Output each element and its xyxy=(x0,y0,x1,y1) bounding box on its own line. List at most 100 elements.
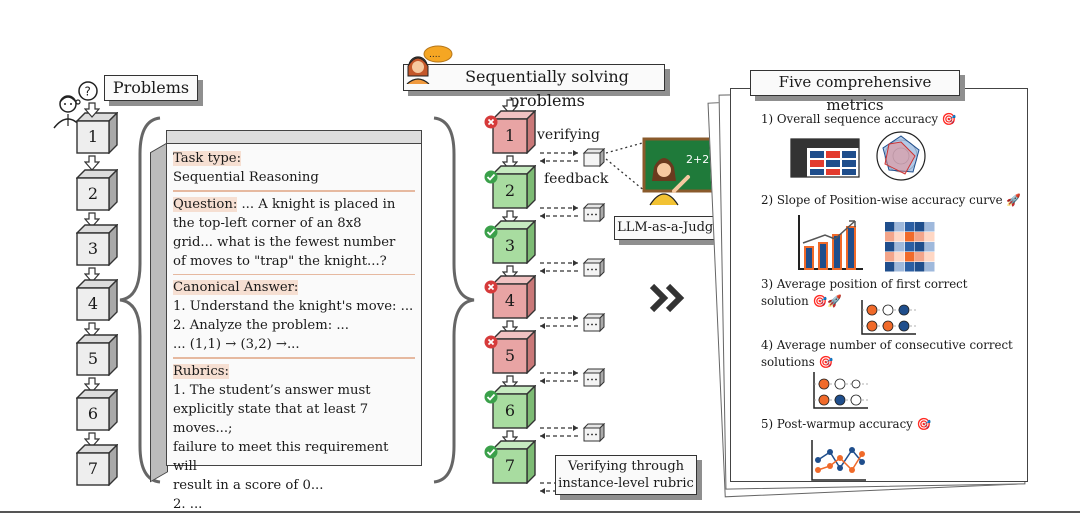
radar-chart-icon xyxy=(876,131,926,181)
metric-2-label: 2) Slope of Position-wise accuracy curve xyxy=(761,193,1003,207)
problem-box xyxy=(76,444,118,486)
down-arrow-icon xyxy=(84,322,100,338)
question-line-3: grid... what is the fewest number xyxy=(173,234,396,250)
solved-number: 1 xyxy=(504,125,516,145)
solved-number: 4 xyxy=(504,290,516,310)
problem-number: 2 xyxy=(87,183,99,203)
judge-label: LLM-as-a-Judge xyxy=(617,220,721,235)
verify-feedback-arrows xyxy=(540,368,606,388)
dot-plot-icon xyxy=(861,300,916,335)
problem-box xyxy=(76,169,118,211)
bar-chart-icon xyxy=(798,215,863,270)
divider xyxy=(173,273,415,275)
check-icon xyxy=(484,170,498,184)
metrics-title: Five comprehensive metrics xyxy=(778,73,932,114)
verify-feedback-arrows xyxy=(540,423,606,443)
target-icon: 🎯 xyxy=(818,355,834,369)
question-line-1: ... A knight is placed in xyxy=(237,196,396,212)
problem-number: 4 xyxy=(87,293,99,313)
table-grid-icon xyxy=(790,138,860,178)
down-arrow-icon xyxy=(84,102,100,118)
solved-box-wrong xyxy=(492,330,536,374)
double-chevron-icon xyxy=(649,283,685,313)
right-brace xyxy=(433,116,475,484)
divider xyxy=(173,357,415,359)
judge-label-box: LLM-as-a-Judge xyxy=(614,216,724,240)
feedback-label: feedback xyxy=(544,171,609,187)
problem-box xyxy=(76,389,118,431)
task-type-label: Task type: xyxy=(173,151,242,166)
rubric-label-box: Verifying through instance-level rubric xyxy=(555,455,697,495)
target-icon: 🎯🚀 xyxy=(812,294,842,308)
rocket-icon: 🚀 xyxy=(1006,193,1022,207)
left-brace xyxy=(119,116,161,484)
metric-3-label-2: solution xyxy=(761,294,809,308)
rubrics-line-1: 1. The student’s answer must xyxy=(173,382,371,398)
problem-number: 3 xyxy=(87,238,99,258)
verifying-label: verifying xyxy=(537,127,600,143)
thinking-person-icon: ? xyxy=(53,81,98,129)
cross-icon xyxy=(484,335,498,349)
problems-label: Problems xyxy=(112,78,190,97)
verify-feedback-arrows xyxy=(540,203,606,223)
dot-plot-icon xyxy=(813,372,868,409)
metric-4: 4) Average number of consecutive correct… xyxy=(761,337,1013,371)
down-arrow-icon xyxy=(84,212,100,228)
question-label: Question: xyxy=(173,196,238,212)
solved-number: 6 xyxy=(504,400,516,420)
rubrics-line-4: result in a score of 0... xyxy=(173,477,324,493)
down-arrow-icon xyxy=(84,267,100,283)
metric-5: 5) Post-warmup accuracy 🎯 xyxy=(761,416,931,433)
board-text: 2+2 xyxy=(686,153,709,166)
metric-4-label-1: 4) Average number of consecutive correct xyxy=(761,338,1013,352)
metric-1: 1) Overall sequence accuracy 🎯 xyxy=(761,111,957,128)
check-icon xyxy=(484,390,498,404)
down-arrow-icon xyxy=(84,432,100,448)
heatmap-icon xyxy=(885,222,935,272)
solved-box-correct xyxy=(492,440,536,484)
task-type-value: Sequential Reasoning xyxy=(173,170,319,185)
solved-box-correct xyxy=(492,165,536,209)
down-arrow-icon xyxy=(84,155,100,171)
teacher-board-icon: 2+2 xyxy=(642,137,718,206)
bottom-rule xyxy=(0,511,1080,513)
solved-box-correct xyxy=(492,385,536,429)
metric-3: 3) Average position of first correct sol… xyxy=(761,276,968,310)
question-line-2: the top-left corner of an 8x8 xyxy=(173,215,362,231)
speech-dots: .... xyxy=(429,50,440,60)
problem-number: 6 xyxy=(87,403,99,423)
check-icon xyxy=(484,225,498,239)
canonical-section: Canonical Answer: 1. Understand the knig… xyxy=(173,278,415,354)
judge-connector xyxy=(605,141,647,193)
problems-label-box: Problems xyxy=(104,75,198,101)
solver-avatar-icon: .... xyxy=(406,45,453,84)
solved-box-wrong xyxy=(492,275,536,319)
problem-number: 7 xyxy=(87,458,99,478)
verify-feedback-arrows xyxy=(540,313,606,333)
canonical-line-2: 2. Analyze the problem: ... xyxy=(173,318,349,333)
metric-5-label: 5) Post-warmup accuracy xyxy=(761,417,913,431)
rubrics-label: Rubrics: xyxy=(173,363,229,379)
sequential-label: Sequentially solving problems xyxy=(465,67,629,110)
problem-number: 5 xyxy=(87,348,99,368)
canonical-line-3: ... (1,1) → (3,2) →... xyxy=(173,337,300,352)
rubrics-line-5: 2. ... xyxy=(173,496,203,512)
cross-icon xyxy=(484,115,498,129)
metric-1-label: 1) Overall sequence accuracy xyxy=(761,112,939,126)
metric-4-label-2: solutions xyxy=(761,355,815,369)
metric-3-label-1: 3) Average position of first correct xyxy=(761,277,968,291)
sequential-label-box: Sequentially solving problems xyxy=(403,64,665,110)
rubrics-section: Rubrics: 1. The student’s answer must ex… xyxy=(173,362,415,514)
rubric-label-line1: Verifying through xyxy=(567,459,685,474)
down-arrow-icon xyxy=(84,377,100,393)
metrics-title-box: Five comprehensive metrics xyxy=(750,70,960,114)
solved-box-correct xyxy=(492,220,536,264)
solved-number: 5 xyxy=(504,345,516,365)
solved-number: 3 xyxy=(504,235,516,255)
verify-feedback-arrows xyxy=(540,148,606,168)
problem-number: 1 xyxy=(87,126,99,146)
rubric-label-line2: instance-level rubric xyxy=(558,476,694,491)
rubrics-line-2: explicitly state that at least 7 moves..… xyxy=(173,401,369,436)
solved-box-wrong xyxy=(492,110,536,154)
solved-number: 2 xyxy=(504,180,516,200)
